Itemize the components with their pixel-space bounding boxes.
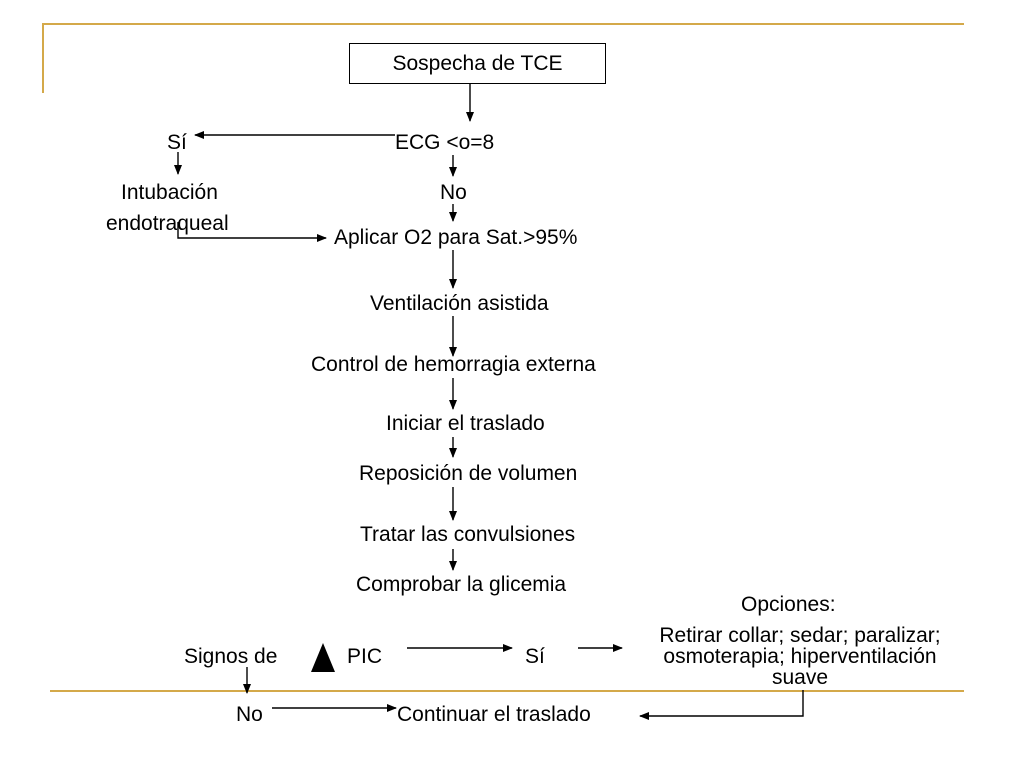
no-node-1: No (440, 181, 467, 204)
retirar-line-1: Retirar collar; sedar; paralizar; (659, 624, 941, 647)
increase-triangle-icon (311, 643, 335, 672)
si-node-1: Sí (167, 131, 187, 154)
hemorragia-node: Control de hemorragia externa (311, 353, 596, 376)
start-box-label: Sospecha de TCE (392, 51, 563, 75)
left-decorative-line (42, 23, 44, 93)
ventilacion-node: Ventilación asistida (370, 292, 549, 315)
traslado-node: Iniciar el traslado (386, 412, 545, 435)
convulsiones-node: Tratar las convulsiones (360, 523, 576, 546)
continuar-node: Continuar el traslado (397, 703, 591, 726)
opciones-label: Opciones: (741, 593, 836, 616)
no-node-2: No (236, 703, 263, 726)
retirar-block: Retirar collar; sedar; paralizar; osmote… (620, 625, 980, 688)
start-box-sospecha: Sospecha de TCE (349, 43, 606, 84)
reposicion-node: Reposición de volumen (359, 462, 578, 485)
retirar-line-2: osmoterapia; hiperventilación (663, 645, 937, 668)
si-node-2: Sí (525, 645, 545, 668)
intubacion-line-1: Intubación (121, 181, 218, 204)
pic-label: PIC (347, 645, 383, 668)
signos-de-label: Signos de (184, 645, 278, 668)
aplicar-o2-node: Aplicar O2 para Sat.>95% (334, 226, 578, 249)
intubacion-line-2: endotraqueal (106, 212, 229, 235)
top-decorative-line (42, 23, 964, 25)
arrow-intubacion-to-aplicar (177, 222, 327, 242)
bottom-decorative-line (50, 690, 964, 692)
ecg-node: ECG <o=8 (395, 131, 495, 154)
glicemia-node: Comprobar la glicemia (356, 573, 567, 596)
retirar-line-3: suave (771, 666, 829, 689)
arrow-retirar-to-continuar (639, 690, 804, 720)
